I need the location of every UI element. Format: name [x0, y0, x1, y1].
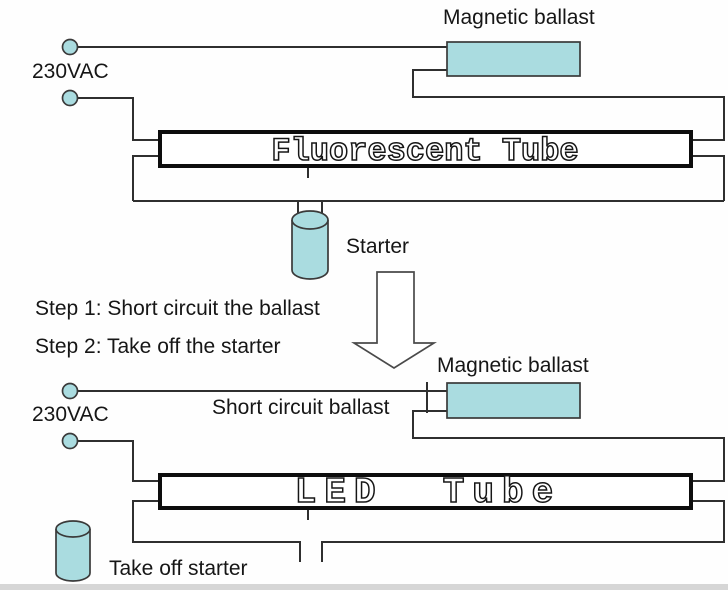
step2-text: Step 2: Take off the starter	[35, 335, 281, 358]
magnetic-ballast-box-top	[446, 41, 581, 77]
supply-voltage-label-top: 230VAC	[32, 60, 109, 83]
top-circuit-wires	[77, 46, 725, 213]
wire-ballast-to-right-pin-bottom	[412, 410, 725, 482]
down-arrow-icon	[351, 271, 437, 370]
supply-terminal-bottom-1	[61, 382, 79, 400]
led-tube-box	[158, 473, 693, 510]
wire-right-bottom-pin	[693, 155, 725, 201]
bottom-edge-strip	[0, 584, 728, 590]
short-circuit-ballast-label: Short circuit ballast	[212, 396, 390, 419]
fluorescent-tube-box	[158, 130, 693, 168]
starter-label: Starter	[346, 235, 410, 258]
removed-starter-top	[55, 520, 91, 538]
supply-terminal-bottom-2	[61, 432, 79, 450]
starter-top	[291, 210, 329, 230]
removed-starter-body	[55, 529, 91, 582]
wire-neutral-to-left-pin	[77, 97, 158, 141]
supply-voltage-label-bottom: 230VAC	[32, 403, 109, 426]
supply-terminal-top-2	[61, 89, 79, 107]
wire-left-open-stub	[132, 500, 301, 562]
wire-left-bottom-pin	[132, 155, 158, 201]
bottom-circuit-wires	[77, 382, 725, 562]
fluorescent-tube-label: Fluorescent Tube	[271, 133, 578, 170]
wire-ballast-to-right-pin	[412, 69, 725, 141]
supply-terminal-top-1	[61, 38, 79, 56]
step1-text: Step 1: Short circuit the ballast	[35, 297, 320, 320]
magnetic-ballast-box-bottom	[446, 382, 581, 419]
wire-neutral-to-left-pin-bottom	[77, 440, 158, 482]
wire-right-open-stub	[321, 500, 725, 562]
removed-starter-cylinder	[55, 520, 91, 582]
starter-body	[291, 220, 329, 280]
magnetic-ballast-label-top: Magnetic ballast	[443, 6, 595, 29]
starter-cylinder	[291, 210, 329, 280]
led-tube-label: LED Tube	[295, 472, 561, 513]
take-off-starter-label: Take off starter	[109, 557, 248, 580]
magnetic-ballast-label-bottom: Magnetic ballast	[437, 354, 589, 377]
